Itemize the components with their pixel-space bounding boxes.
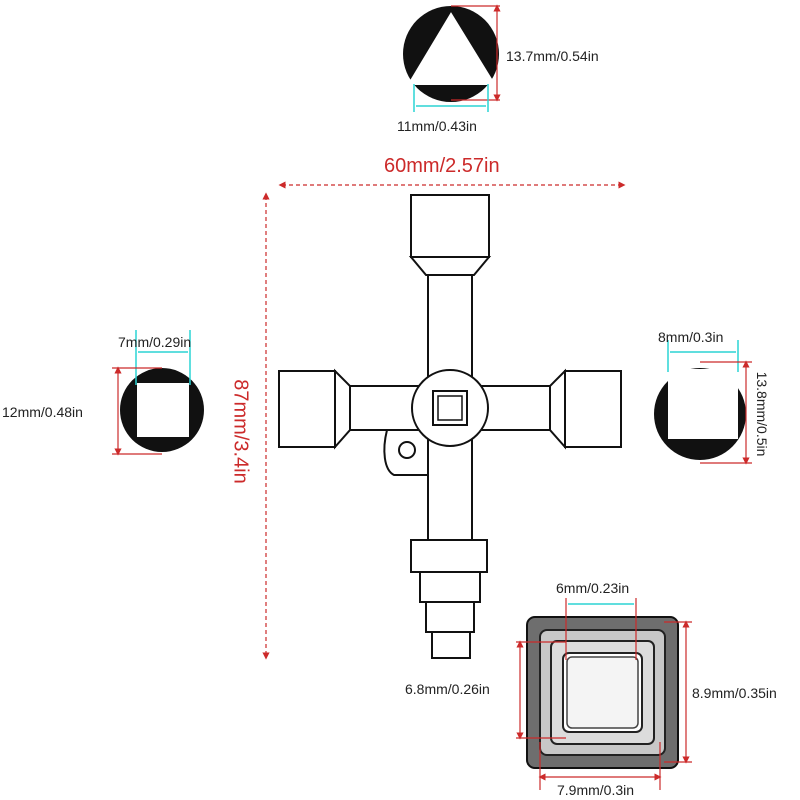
triangle-socket-icon	[403, 4, 501, 112]
square-outer-height-label: 8.9mm/0.35in	[692, 685, 777, 701]
overall-width-label: 60mm/2.57in	[384, 155, 500, 177]
left-tip-width-label: 7mm/0.29in	[118, 334, 192, 350]
right-square-socket-icon	[654, 340, 752, 465]
square-inner-height-label: 6.8mm/0.26in	[405, 681, 490, 697]
right-tip-height-label: 13.8mm/0.5in	[754, 371, 770, 457]
square-outer-width-label: 7.9mm/0.3in	[557, 782, 635, 798]
top-tip-height-label: 13.7mm/0.54in	[506, 48, 599, 64]
left-tip-height-label: 12mm/0.48in	[2, 404, 83, 420]
top-tip-width-label: 11mm/0.43in	[397, 118, 477, 134]
overall-height-label: 87mm/3.4in	[229, 379, 252, 484]
cross-key-icon	[278, 194, 622, 659]
stepped-square-icon	[516, 598, 692, 790]
square-inner-width-label: 6mm/0.23in	[556, 580, 630, 596]
left-square-socket-icon	[112, 330, 204, 456]
right-tip-width-label: 8mm/0.3in	[658, 329, 724, 345]
